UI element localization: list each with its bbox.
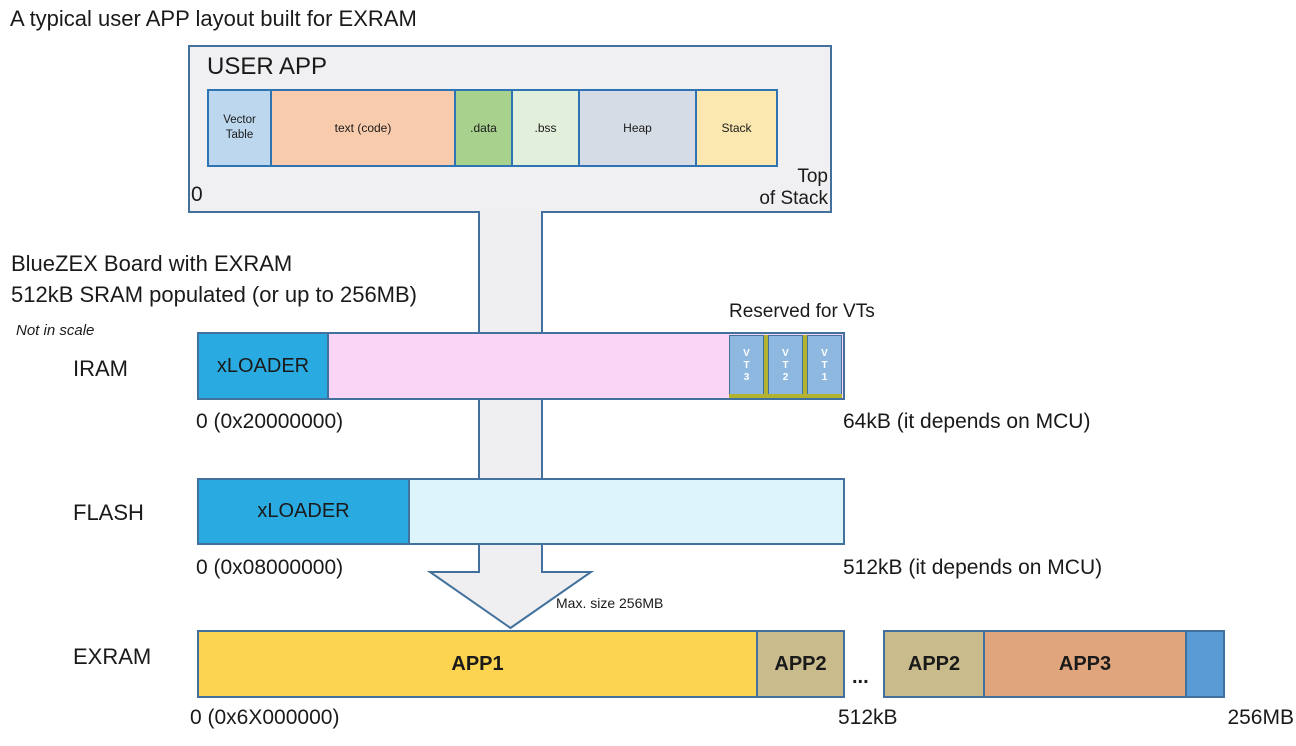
- board-line1: BlueZEX Board with EXRAM: [11, 251, 293, 276]
- app1-label: APP1: [451, 652, 504, 675]
- max-size-note: Max. size 256MB: [556, 595, 664, 611]
- board-description: BlueZEX Board with EXRAM 512kB SRAM popu…: [11, 248, 417, 310]
- vt1-slot: VT1: [807, 335, 842, 396]
- exram-app2-segment: APP2: [758, 632, 843, 696]
- app3-label: APP3: [1058, 652, 1112, 675]
- segment-text-code-label: text (code): [334, 120, 392, 135]
- vt2-slot: VT2: [768, 335, 803, 396]
- app2b-label: APP2: [907, 652, 961, 675]
- segment-data-label: .data: [470, 120, 497, 135]
- iram-end-address: 64kB (it depends on MCU): [843, 410, 1091, 433]
- vt2-label: VT2: [782, 347, 789, 383]
- top-of-stack-line2: of Stack: [759, 188, 828, 209]
- iram-box: xLOADER VT3 VT2 VT1: [197, 332, 845, 400]
- flash-xloader-segment: xLOADER: [199, 480, 410, 543]
- vt1-label: VT1: [821, 347, 828, 383]
- exram-app3-segment: APP3: [985, 632, 1187, 696]
- flash-row-label: FLASH: [73, 500, 144, 525]
- exram-app2b-segment: APP2: [885, 632, 985, 696]
- exram-row-label: EXRAM: [73, 644, 152, 669]
- segment-heap: Heap: [578, 89, 697, 167]
- flash-start-address: 0 (0x08000000): [196, 556, 344, 579]
- exram-start-address: 0 (0x6X000000): [190, 706, 340, 729]
- exram-end-address: 256MB: [1227, 706, 1294, 729]
- vt3-slot: VT3: [729, 335, 764, 396]
- vt-olive-strip: [729, 394, 842, 398]
- iram-xloader-segment: xLOADER: [199, 334, 329, 398]
- segment-data: .data: [454, 89, 513, 167]
- app2-label: APP2: [774, 652, 827, 675]
- board-line2: 512kB SRAM populated (or up to 256MB): [11, 282, 418, 307]
- top-of-stack-line1: Top: [797, 166, 828, 187]
- iram-row-label: IRAM: [73, 356, 128, 381]
- user-app-origin-label: 0: [191, 183, 203, 206]
- exram-ellipsis: ...: [852, 666, 869, 688]
- segment-vector-table-label: Vector Table: [223, 114, 256, 141]
- segment-stack-label: Stack: [721, 120, 752, 135]
- segment-heap-label: Heap: [623, 120, 652, 135]
- vt-slots: VT3 VT2 VT1: [729, 335, 842, 396]
- reserved-for-vts-label: Reserved for VTs: [729, 301, 875, 322]
- vt3-label: VT3: [743, 347, 750, 383]
- exram-mid-address: 512kB: [838, 706, 898, 729]
- flash-end-address: 512kB (it depends on MCU): [843, 556, 1103, 579]
- top-of-stack-label: Top of Stack: [700, 166, 828, 210]
- exram-bank1-box: APP1 APP2: [197, 630, 845, 698]
- iram-start-address: 0 (0x20000000): [196, 410, 344, 433]
- segment-bss-label: .bss: [534, 120, 557, 135]
- user-app-title: USER APP: [207, 53, 328, 80]
- page-title: A typical user APP layout built for EXRA…: [10, 6, 417, 31]
- segment-stack: Stack: [695, 89, 778, 167]
- exram-bank2-box: APP2 APP3: [883, 630, 1225, 698]
- segment-text-code: text (code): [270, 89, 456, 167]
- flash-box: xLOADER: [197, 478, 845, 545]
- exram-app1-segment: APP1: [199, 632, 758, 696]
- not-in-scale-note: Not in scale: [16, 322, 95, 339]
- exram-tail-segment: [1187, 632, 1223, 696]
